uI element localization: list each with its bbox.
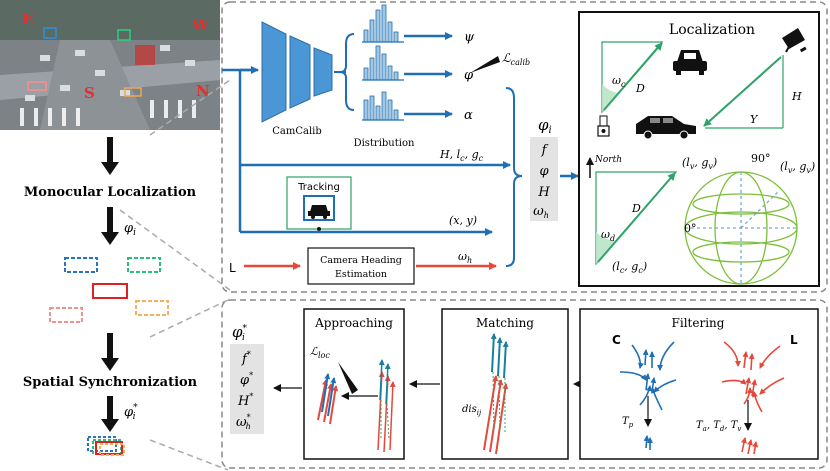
omega-c-label: ωc	[612, 74, 626, 89]
tracking-box: Tracking	[286, 176, 352, 231]
phi-i-label: φi	[124, 221, 136, 238]
detected-boxes	[49, 257, 169, 323]
c-label: C	[612, 333, 621, 347]
bottom-panel	[221, 299, 828, 469]
dis-label: disij	[462, 404, 482, 417]
phi-item-h: H	[537, 185, 550, 200]
triangle-camera	[601, 41, 664, 114]
camera-small-icon	[597, 115, 610, 137]
phi-star-title: φ*i	[232, 323, 248, 343]
tp-label: Tp	[622, 416, 634, 429]
cctv-icon	[782, 28, 807, 53]
phi-item-omega: ωh	[533, 204, 549, 220]
phi-column-title: φi	[538, 116, 552, 136]
deg90-label: 90°	[751, 152, 771, 165]
dir-label-n: N	[196, 82, 210, 100]
triangle-heading	[595, 171, 678, 266]
connector-bot-1	[149, 299, 229, 338]
star-item-f: f*	[241, 350, 251, 367]
north-label: North	[594, 155, 622, 165]
tracking-label: Tracking	[297, 182, 340, 193]
l-label: L	[790, 333, 798, 347]
connector-top-1	[149, 79, 231, 136]
l-input-label: L	[229, 261, 236, 275]
histogram-alpha	[363, 91, 399, 121]
star-item-h: H*	[237, 392, 253, 409]
connector-bot-2	[149, 439, 229, 471]
dir-label-e: E	[22, 10, 33, 28]
triangle-height	[703, 55, 784, 129]
car-side-icon	[636, 116, 696, 140]
filtering-title: Filtering	[672, 316, 725, 330]
output-phi: φ	[464, 68, 474, 83]
synced-boxes	[87, 436, 125, 456]
dir-label-s: S	[84, 84, 95, 102]
phi-item-phi: φ	[539, 164, 549, 179]
camcalib-label: CamCalib	[272, 126, 322, 137]
star-item-phi: φ*	[240, 371, 253, 388]
camcalib-network	[261, 21, 333, 123]
calib-loss-wedge	[470, 56, 500, 73]
left-down-arrow-1	[101, 137, 119, 175]
star-column-bg	[230, 344, 264, 434]
omega-h-label: ωh	[458, 250, 472, 265]
h-label: H	[791, 90, 802, 103]
distribution-label: Distribution	[354, 138, 415, 149]
approaching-tracks	[317, 359, 396, 453]
left-down-arrow-2	[101, 207, 119, 245]
d-label-top: D	[635, 82, 645, 95]
camera-view: E W S N	[0, 0, 220, 130]
merge-brace	[505, 87, 523, 267]
histogram-phi	[363, 45, 399, 81]
loc-loss-wedge	[338, 362, 358, 394]
heading-line1: Camera Heading	[320, 255, 402, 266]
step-spatial-synchronization: Spatial Synchronization	[23, 375, 198, 390]
step-monocular-localization: Monocular Localization	[24, 185, 197, 200]
histogram-psi	[363, 4, 399, 43]
camera-heading-box: Camera Heading Estimation	[307, 247, 415, 285]
top-panel	[221, 1, 828, 293]
filtering-lidar-tracks	[721, 341, 785, 455]
tracked-car-icon	[310, 205, 328, 212]
output-brace	[339, 33, 355, 111]
dir-label-w: W	[191, 16, 210, 34]
output-psi: ψ	[464, 30, 475, 45]
matching-title: Matching	[476, 316, 534, 330]
hlg-label: H, lc, gc	[439, 148, 484, 163]
loc-loss-label: ℒloc	[310, 345, 330, 360]
omega-d-label: ωd	[601, 228, 615, 243]
car-front-icon	[673, 50, 707, 75]
d-label-bottom: D	[631, 202, 641, 215]
left-down-arrow-4	[101, 396, 119, 432]
phi-star-label: φ*i	[124, 403, 138, 422]
approaching-title: Approaching	[314, 316, 393, 330]
y-label: Y	[750, 113, 759, 126]
filtering-box	[579, 308, 819, 460]
filtering-camera-tracks	[619, 341, 677, 450]
calib-loss-label: ℒcalib	[502, 51, 530, 67]
output-alpha: α	[464, 108, 473, 123]
phi-column-bg	[530, 137, 558, 221]
deg0-label: 0°	[684, 222, 697, 235]
connector-top-2	[119, 209, 231, 291]
localization-title: Localization	[669, 22, 755, 38]
left-down-arrow-3	[101, 333, 119, 371]
heading-line2: Estimation	[335, 269, 387, 280]
matching-tracks	[483, 333, 509, 455]
phi-item-f: f	[541, 143, 549, 158]
globe-icon	[684, 171, 798, 285]
tadv-label: Ta, Td, Tv	[696, 420, 741, 433]
star-item-omega: ω*h	[236, 413, 251, 431]
lc-gc-label: (lc, gc)	[612, 260, 647, 275]
xy-label: (x, y)	[449, 214, 477, 227]
